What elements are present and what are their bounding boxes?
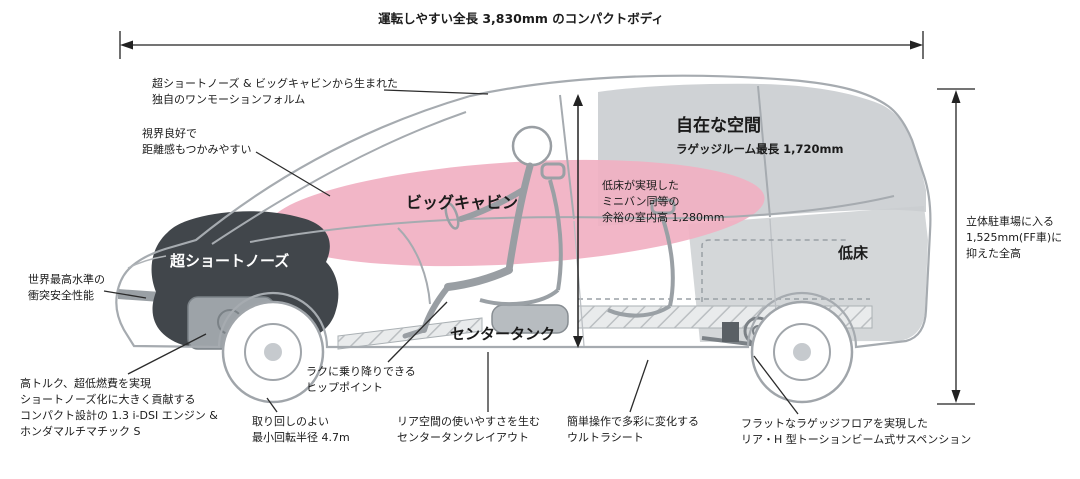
label-free-space: 自在な空間	[676, 116, 761, 136]
leader-safety	[103, 290, 147, 299]
label-hip-point: ラクに乗り降りできる ヒップポイント	[306, 365, 416, 394]
label-turning-radius: 取り回しのよい 最小回転半径 4.7m	[252, 415, 350, 444]
leader-engine	[127, 333, 207, 375]
rear-seat	[607, 198, 676, 318]
label-suspension: フラットなラゲッジフロアを実現した リア・H 型トーションビーム式サスペンション	[741, 417, 972, 446]
leader-suspension	[753, 355, 799, 415]
front-wheel	[221, 300, 325, 404]
rear-wheel	[750, 300, 854, 404]
label-overall-height: 立体駐車場に入る 1,525mm(FF車)に 抑えた全高	[966, 215, 1063, 260]
steering-wheel	[444, 202, 460, 230]
ultra-seat-folded-outline	[701, 239, 846, 302]
label-visibility: 視界良好で 距離感もつかみやすい	[142, 127, 252, 156]
label-low-floor: 低床	[838, 244, 869, 262]
center-tank-shape	[491, 304, 569, 334]
label-center-tank: センタータンク	[450, 325, 556, 343]
label-engine: 高トルク、超低燃費を実現 ショートノーズ化に大きく貢献する コンパクト設計の 1…	[20, 377, 218, 438]
label-center-tank-layout: リア空間の使いやすさを生む センタータンクレイアウト	[397, 415, 540, 444]
label-short-nose: 超ショートノーズ	[170, 252, 290, 270]
leader-hip-point	[387, 301, 448, 363]
windshield-line	[211, 111, 467, 245]
c-pillar-line	[757, 85, 771, 218]
label-interior-height: 低床が実現した ミニバン同等の 余裕の室内高 1,280mm	[602, 179, 725, 224]
front-door-seam	[573, 220, 585, 347]
label-collision-safety: 世界最高水準の 衝突安全性能	[28, 273, 105, 302]
beltline	[249, 195, 895, 243]
label-ultra-seat: 簡単操作で多彩に変化する ウルトラシート	[567, 415, 699, 444]
leader-lines	[103, 89, 799, 415]
leader-ultra-seat	[629, 359, 649, 413]
driver-figure	[402, 125, 553, 339]
b-pillar-line	[559, 94, 575, 220]
leader-visibility	[255, 151, 331, 197]
label-free-space-sub: ラゲッジルーム最長 1,720mm	[676, 142, 844, 156]
overall-length-dimension	[119, 31, 924, 59]
leader-turning	[266, 397, 278, 413]
headlight-line	[127, 255, 167, 269]
dashboard-line	[397, 227, 431, 305]
label-one-motion-form: 超ショートノーズ & ビッグキャビンから生まれた 独自のワンモーションフォルム	[152, 77, 399, 106]
car-body-outline	[115, 74, 932, 349]
overall-height-dimension	[937, 88, 975, 405]
interior-height-arrow	[573, 94, 583, 348]
leader-one-motion	[383, 89, 489, 95]
label-overall-length: 運転しやすい全長 3,830mm のコンパクトボディ	[378, 11, 664, 26]
front-seat	[479, 162, 566, 307]
label-big-cabin: ビッグキャビン	[406, 193, 519, 212]
